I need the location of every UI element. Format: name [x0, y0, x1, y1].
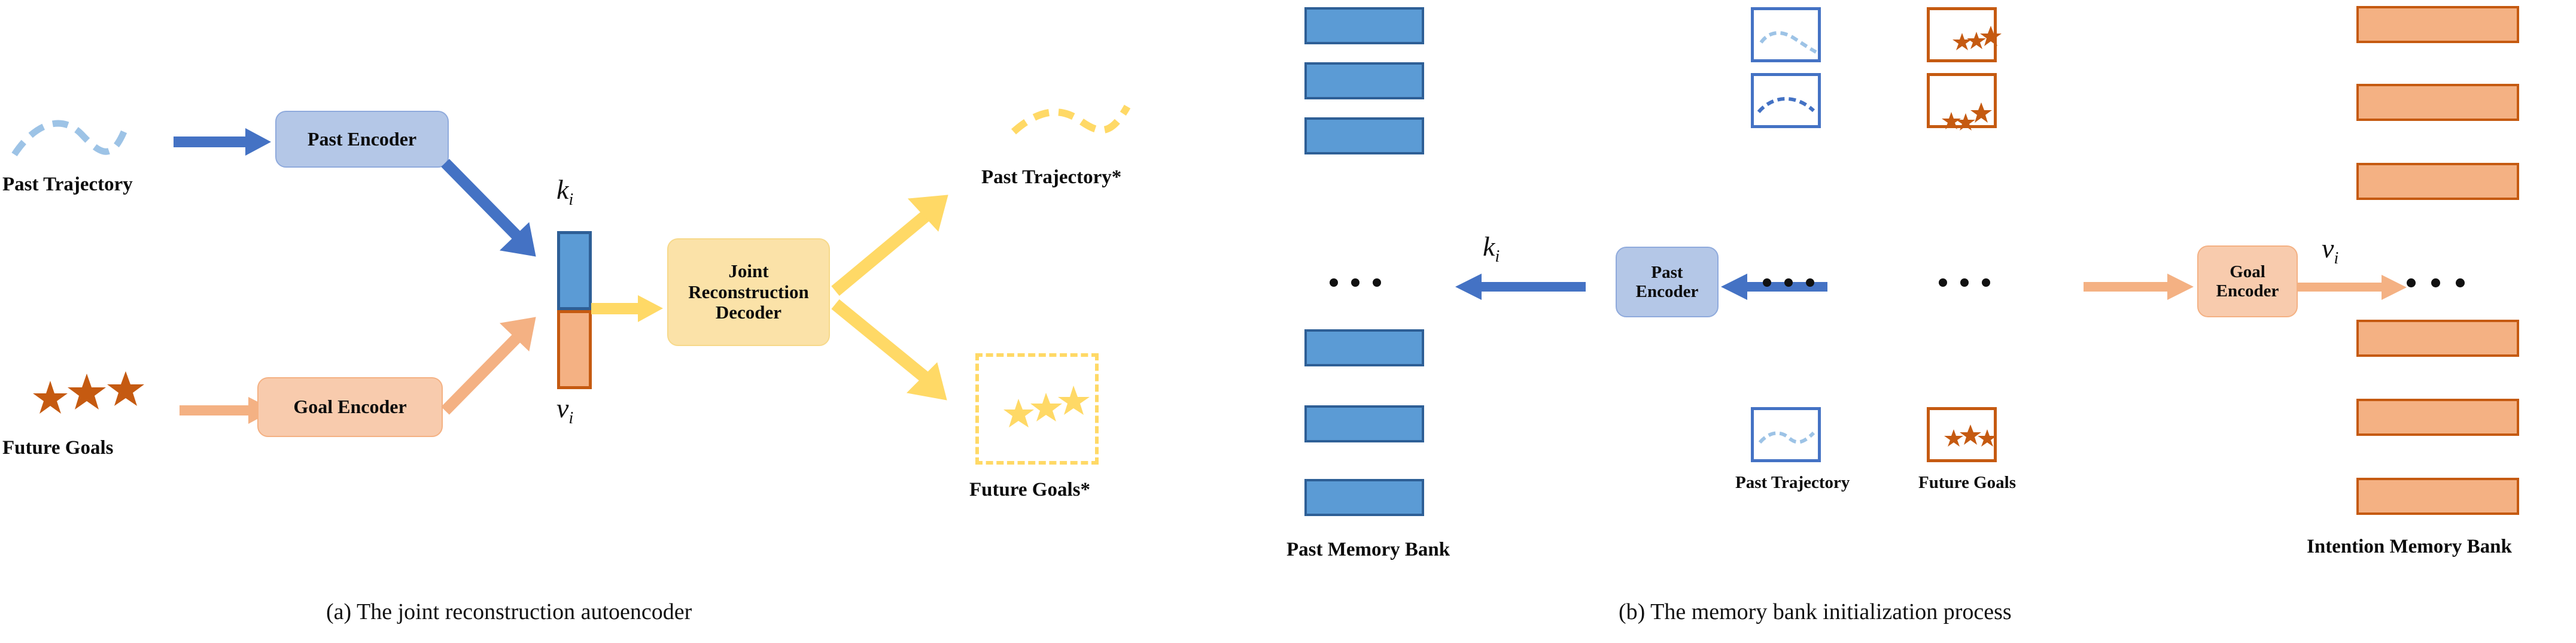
- intention-memory-bank-label: Intention Memory Bank: [2307, 536, 2512, 557]
- goal-encoder-box[interactable]: Goal Encoder: [257, 377, 443, 437]
- arrow-latent-to-decoder: [591, 295, 663, 322]
- past-trajectory-input-label: Past Trajectory: [2, 174, 133, 195]
- arrow-past-encoder-to-key: [441, 159, 536, 257]
- intention-memory-bank-slot: [2356, 6, 2519, 43]
- dashed-wave-icon: [1759, 31, 1817, 54]
- intention-memory-bank-slot: [2356, 163, 2519, 200]
- value-vector-bar: [557, 310, 592, 389]
- three-stars-icon: [1942, 102, 1992, 131]
- past-memory-bank-slot: [1304, 117, 1424, 154]
- past-memory-bank-label: Past Memory Bank: [1287, 539, 1450, 560]
- past-trajectory-output-label: Past Trajectory*: [981, 166, 1122, 188]
- past-encoder-box[interactable]: Past Encoder: [275, 111, 449, 168]
- past-memory-bank-slot: [1304, 329, 1424, 366]
- three-stars-icon: [1952, 26, 2002, 50]
- key-vector-bar: [557, 231, 592, 310]
- dashed-wave-icon: [1758, 431, 1815, 444]
- past-memory-bank-ellipsis: [1330, 278, 1381, 287]
- past-trajectory-output-dashed-wave-icon: [1011, 105, 1131, 135]
- past-encoder-label-line-1: Past: [1651, 262, 1683, 282]
- future-goals-input-three-stars-icon: [33, 371, 144, 414]
- future-goals-output-label: Future Goals*: [969, 479, 1090, 501]
- arrow-goal-encoder-to-value: [441, 317, 536, 415]
- goal-encoder-box-panel-b[interactable]: Goal Encoder: [2197, 245, 2298, 317]
- past-encoder-label-line-2: Encoder: [1635, 282, 1699, 301]
- value-vector-label-panel-b: vi: [2322, 233, 2339, 268]
- future-goals-thumb: [1927, 7, 2002, 62]
- arrow-decoder-to-future-goals-output: [831, 299, 947, 401]
- future-goals-column-label: Future Goals: [1918, 473, 2016, 492]
- intention-memory-bank-slot: [2356, 478, 2519, 515]
- past-trajectory-thumb: [1751, 7, 1821, 62]
- intention-memory-bank-slot: [2356, 84, 2519, 121]
- future-goals-thumb: [1927, 73, 1997, 131]
- intention-memory-bank-ellipsis: [2407, 278, 2465, 287]
- goal-encoder-label-line-2: Encoder: [2216, 281, 2279, 301]
- arrow-goal-encoder-to-intention-memory-bank: [2298, 275, 2407, 300]
- joint-reconstruction-decoder-box[interactable]: Joint Reconstruction Decoder: [667, 238, 830, 346]
- past-memory-bank-slot: [1304, 7, 1424, 44]
- decoder-label-line-1: Joint: [728, 260, 769, 281]
- arrow-future-goals-column-to-goal-encoder: [2084, 274, 2194, 300]
- past-trajectory-thumb: [1751, 407, 1821, 462]
- future-goals-input-label: Future Goals: [2, 437, 114, 459]
- arrow-past-trajectory-column-to-past-encoder: [1721, 274, 1827, 300]
- value-vector-label: vi: [556, 393, 574, 428]
- future-goals-column-ellipsis: [1939, 278, 1990, 287]
- intention-memory-bank-slot: [2356, 399, 2519, 436]
- three-stars-icon: [1944, 424, 1997, 447]
- future-goals-output-frame: [975, 353, 1099, 465]
- past-memory-bank-slot: [1304, 479, 1424, 516]
- future-goals-output-three-stars-icon: [1003, 386, 1090, 427]
- intention-memory-bank-slot: [2356, 320, 2519, 357]
- decoder-label-line-2: Reconstruction: [688, 281, 809, 302]
- goal-encoder-label-line-1: Goal: [2230, 262, 2265, 281]
- arrow-past-input-to-past-encoder: [174, 128, 271, 156]
- past-memory-bank-slot: [1304, 62, 1424, 99]
- panel-b-caption: (b) The memory bank initialization proce…: [1619, 599, 2012, 624]
- past-trajectory-column-label: Past Trajectory: [1735, 473, 1850, 492]
- arrow-past-encoder-to-past-memory-bank: [1455, 274, 1586, 300]
- past-trajectory-input-dashed-wave-icon: [11, 120, 128, 157]
- panel-a-caption: (a) The joint reconstruction autoencoder: [326, 599, 692, 624]
- decoder-label-line-3: Decoder: [715, 302, 782, 323]
- past-memory-bank-slot: [1304, 405, 1424, 442]
- goal-encoder-label: Goal Encoder: [293, 396, 407, 418]
- dashed-wave-icon: [1757, 97, 1815, 114]
- past-encoder-label: Past Encoder: [307, 128, 417, 150]
- key-vector-label: ki: [556, 174, 574, 210]
- key-vector-label-panel-b: ki: [1483, 231, 1500, 266]
- future-goals-thumb: [1927, 407, 1997, 462]
- past-trajectory-column-ellipsis: [1763, 278, 1814, 287]
- past-encoder-box-panel-b[interactable]: Past Encoder: [1616, 247, 1719, 317]
- past-trajectory-thumb: [1751, 73, 1821, 128]
- arrow-decoder-to-past-trajectory-output: [831, 195, 948, 296]
